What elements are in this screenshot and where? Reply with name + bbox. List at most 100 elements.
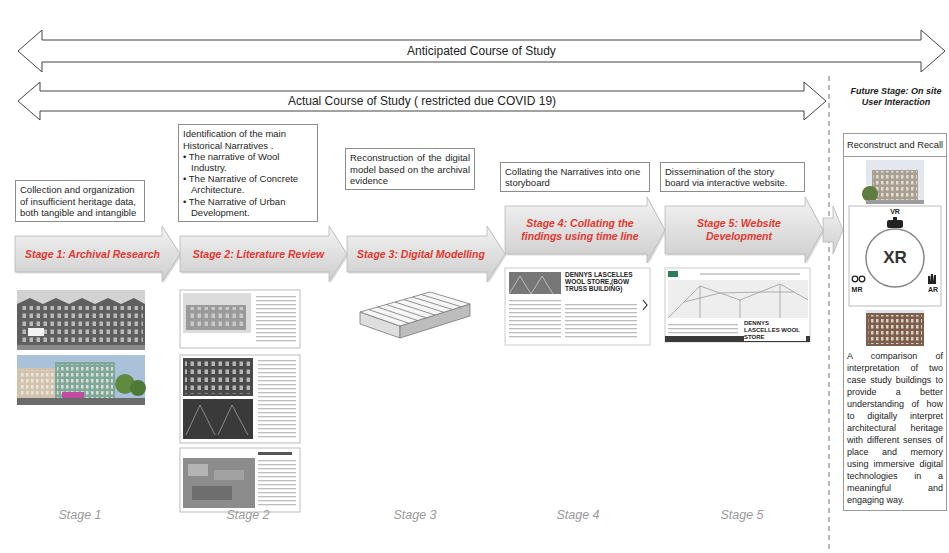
stage-title: Stage 4: Collating the findings using ti… <box>511 217 649 242</box>
xr-ring <box>866 229 924 287</box>
archive-photo-street <box>130 380 146 396</box>
storyboard-screenshot <box>509 272 561 294</box>
description-text: Dissemination of the story board via int… <box>665 166 800 188</box>
literature-page-3 <box>188 464 208 476</box>
literature-page-2 <box>183 358 253 396</box>
stage-arrow-body <box>347 226 505 282</box>
stage-arrow: Stage 3: Digital Modelling <box>347 226 505 282</box>
literature-page-3 <box>180 448 300 512</box>
literature-page-3 <box>192 486 232 500</box>
label-holder: Stage 4: Collating the findings using ti… <box>511 206 649 254</box>
label-holder: Actual Course of Study ( restricted due … <box>40 91 804 111</box>
stage-arrow-body <box>505 197 665 263</box>
vr-label: VR <box>885 208 905 216</box>
panel-text: Reconstruct and Recall <box>844 134 946 157</box>
screenshot-title: DENNYS LASCELLES WOOL STORE,(BOW TRUSS B… <box>565 271 642 292</box>
stage-caption: Stage 2 <box>208 508 288 523</box>
description-text: Collating the Narratives into one storyb… <box>505 166 645 188</box>
literature-page-1 <box>180 290 300 348</box>
panel-photo-1 <box>862 160 924 204</box>
storyboard-screenshot <box>505 268 650 345</box>
panel-photo-1 <box>866 200 924 204</box>
website-screenshot <box>665 268 810 342</box>
archive-photo-street <box>17 355 146 405</box>
archive-photo-old <box>17 345 145 350</box>
description-text: Identification of the main Historical Na… <box>183 128 313 150</box>
description-text: • The Narrative of Concrete Architecture… <box>183 173 313 195</box>
description-text: Reconstruction of the digital model base… <box>350 152 470 186</box>
digital-model <box>360 292 470 338</box>
xr-label: XR <box>883 248 907 268</box>
literature-page-2 <box>180 355 300 443</box>
literature-page-3 <box>258 452 292 455</box>
literature-page-2 <box>185 360 251 394</box>
literature-page-2 <box>183 399 253 439</box>
archive-photo-street <box>62 392 84 398</box>
vr-icon <box>893 217 897 220</box>
stage-title: Stage 5: Website Development <box>671 217 807 242</box>
stage-arrow: Stage 4: Collating the findings using ti… <box>505 197 665 263</box>
literature-page-1 <box>180 290 300 348</box>
stage-title: Stage 1: Archival Research <box>25 248 160 261</box>
mr-label: MR <box>848 286 866 294</box>
description-box: Collating the Narratives into one storyb… <box>500 162 650 192</box>
description-box: Dissemination of the story board via int… <box>660 162 805 192</box>
archive-photo-old <box>17 290 145 350</box>
xr-frame <box>849 206 941 306</box>
future-stage-note: Future Stage: On site User Interaction <box>845 86 947 109</box>
literature-page-1 <box>186 305 246 330</box>
label-holder: Stage 1: Archival Research <box>21 236 164 272</box>
xr-circle: XR <box>865 228 925 288</box>
panel-photo-2 <box>866 313 924 346</box>
archive-photo-street <box>17 368 57 400</box>
description-box: Reconstruction of the digital model base… <box>345 148 475 190</box>
archive-photo-street <box>55 362 115 400</box>
website-screenshot <box>668 322 738 334</box>
future-divider <box>828 76 829 553</box>
stage-caption: Stage 1 <box>40 508 120 523</box>
vr-icon <box>887 220 903 228</box>
stage-caption: Stage 3 <box>375 508 455 523</box>
description-box: Identification of the main Historical Na… <box>178 124 318 222</box>
description-box: Collection and organization of insuffici… <box>15 180 145 222</box>
literature-page-3 <box>258 460 296 506</box>
course-arrow-body <box>18 82 826 120</box>
panel-photo-2 <box>868 315 922 344</box>
stage-arrow: Stage 2: Literature Review <box>180 226 347 282</box>
course-label: Actual Course of Study ( restricted due … <box>288 94 556 108</box>
archive-photo-street <box>17 398 145 405</box>
literature-page-3 <box>180 448 300 512</box>
label-holder: Anticipated Course of Study <box>42 40 921 62</box>
archive-photo-old <box>28 328 44 336</box>
stage-arrow: Stage 5: Website Development <box>665 197 823 263</box>
storyboard-screenshot <box>509 276 553 294</box>
stage-arrow-body <box>15 226 180 282</box>
archive-photo-street <box>57 364 113 398</box>
literature-page-2 <box>258 358 296 438</box>
ar-icon <box>928 274 936 284</box>
archive-photo-old <box>17 290 145 350</box>
panel-photo-2 <box>866 310 924 346</box>
ar-label: AR <box>924 286 942 294</box>
literature-page-3 <box>214 470 244 480</box>
digital-model <box>369 295 462 324</box>
stage-arrow-body <box>665 197 823 263</box>
course-arrow-body <box>18 30 945 72</box>
storyboard-screenshot <box>509 300 561 340</box>
website-screenshot <box>668 284 808 318</box>
website-screenshot <box>665 268 810 342</box>
website-screenshot <box>668 280 808 318</box>
flow-arrow <box>823 206 843 254</box>
website-screenshot <box>700 273 800 275</box>
archive-photo-old <box>19 306 143 342</box>
mr-icon <box>852 276 858 282</box>
literature-page-3 <box>183 458 255 508</box>
label-holder: Stage 2: Literature Review <box>186 236 331 272</box>
digital-model <box>360 292 470 326</box>
vr-icon <box>887 217 903 228</box>
stage-title: Stage 2: Literature Review <box>193 248 324 261</box>
screenshot-title: DENNYS LASCELLES WOOL STORE <box>744 320 806 341</box>
